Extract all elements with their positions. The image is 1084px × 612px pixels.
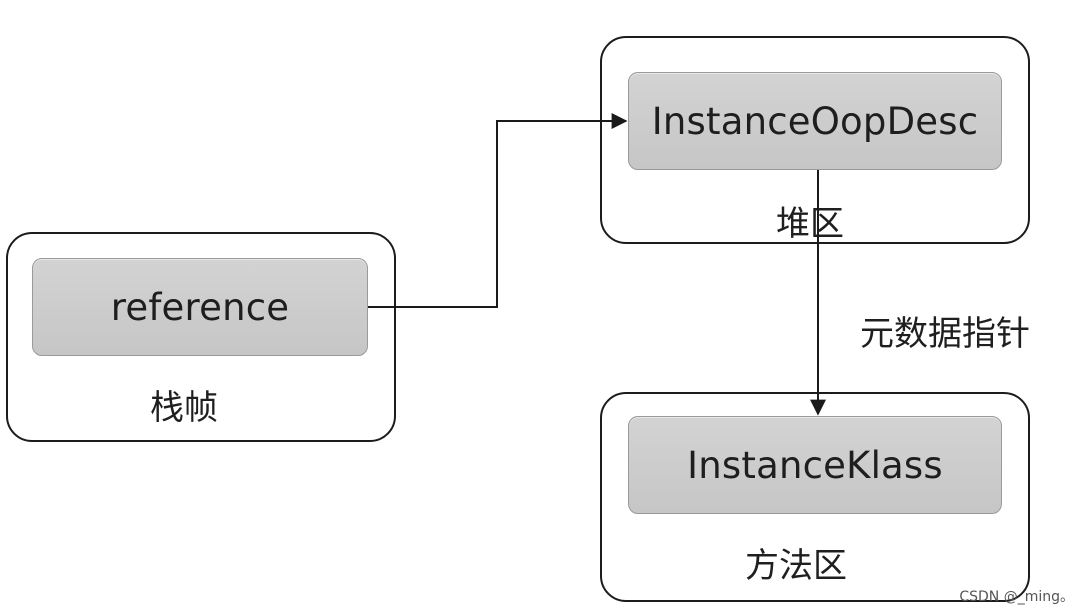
instance-oop-desc-label: InstanceOopDesc bbox=[651, 99, 979, 143]
reference-node: reference bbox=[32, 258, 368, 356]
instance-klass-label: InstanceKlass bbox=[687, 443, 943, 487]
heap-label: 堆区 bbox=[776, 204, 844, 244]
method-area-label: 方法区 bbox=[745, 546, 847, 586]
metadata-pointer-label: 元数据指针 bbox=[860, 314, 1030, 354]
reference-node-label: reference bbox=[110, 285, 290, 329]
instance-oop-desc-node: InstanceOopDesc bbox=[628, 72, 1002, 170]
reference-to-oop-arrow bbox=[368, 113, 628, 308]
stack-frame-label: 栈帧 bbox=[150, 388, 218, 428]
watermark: CSDN @_ming。 bbox=[959, 589, 1074, 605]
instance-klass-node: InstanceKlass bbox=[628, 416, 1002, 514]
